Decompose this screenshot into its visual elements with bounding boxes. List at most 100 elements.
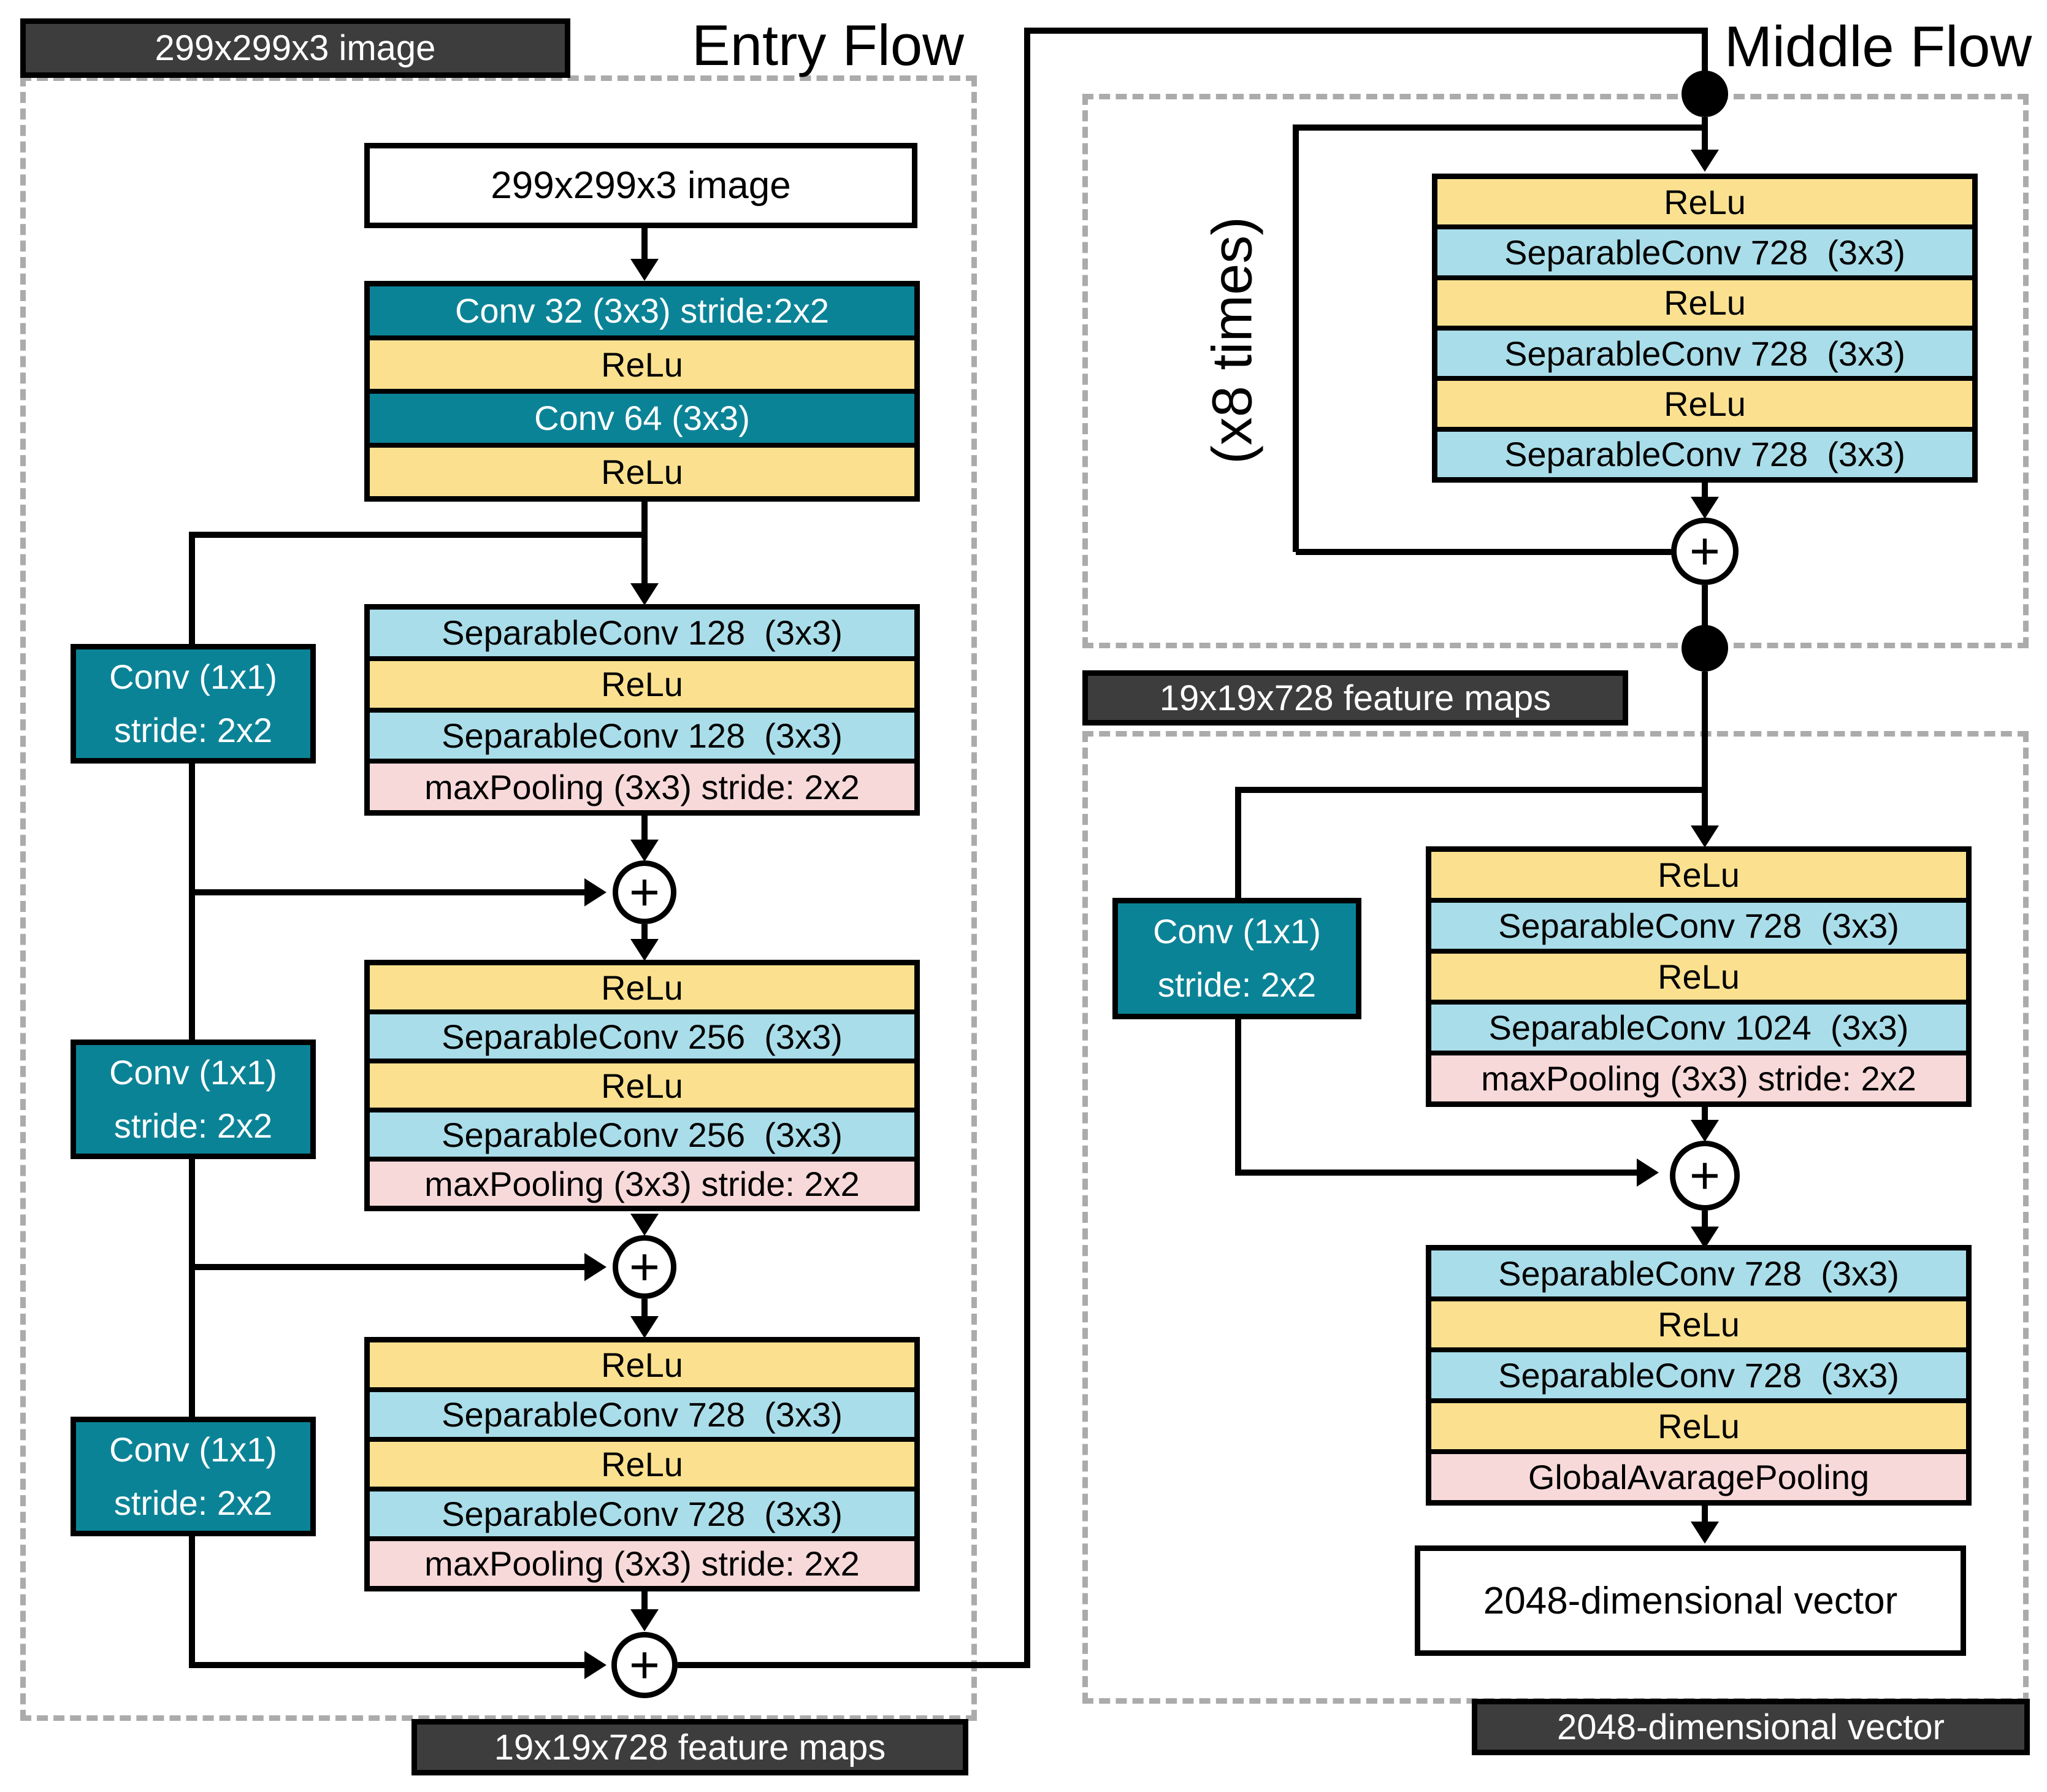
layer-row-relu: ReLu bbox=[1437, 275, 1972, 326]
layer-row-relu: ReLu bbox=[1431, 1296, 1966, 1347]
connector-line bbox=[1702, 672, 1708, 825]
layer-row-sep: SeparableConv 728 (3x3) bbox=[1431, 1250, 1966, 1296]
repeat-loop-line bbox=[1296, 549, 1673, 555]
skip-branch-line bbox=[192, 532, 645, 538]
skip-conv-label-line2: stride: 2x2 bbox=[113, 1483, 273, 1522]
exit-output-badge: 2048-dimensional vector bbox=[1472, 1699, 2030, 1755]
layer-row-sep: SeparableConv 728 (3x3) bbox=[1431, 898, 1966, 949]
arrow-down-icon bbox=[1691, 1522, 1719, 1544]
layer-row-pool: GlobalAvaragePooling bbox=[1431, 1449, 1966, 1500]
output-vector-box: 2048-dimensional vector bbox=[1415, 1545, 1966, 1656]
skip-rail-line bbox=[189, 1536, 195, 1668]
connector-line bbox=[641, 1299, 648, 1316]
skip-rail-line bbox=[189, 532, 195, 648]
arrow-down-icon bbox=[1691, 1120, 1719, 1142]
connector-line bbox=[1702, 483, 1708, 497]
skip-rail-line bbox=[1235, 787, 1241, 898]
layer-row-relu: ReLu bbox=[370, 656, 914, 708]
skip-rail-line bbox=[189, 764, 195, 895]
arrow-down-icon bbox=[630, 1316, 659, 1338]
layer-row-sep: SeparableConv 728 (3x3) bbox=[370, 1387, 914, 1437]
layer-row-relu: ReLu bbox=[1437, 376, 1972, 427]
middle-output-badge: 19x19x728 feature maps bbox=[1082, 670, 1628, 726]
repeat-loop-line bbox=[1293, 124, 1299, 552]
layer-row-sep: SeparableConv 1024 (3x3) bbox=[1431, 1000, 1966, 1051]
middle-flow-title: Middle Flow bbox=[1724, 13, 2032, 78]
skip-conv-label-line2: stride: 2x2 bbox=[113, 1106, 273, 1145]
skip-conv-box-exit: Conv (1x1) stride: 2x2 bbox=[1112, 898, 1361, 1019]
skip-conv-label-line2: stride: 2x2 bbox=[1157, 965, 1317, 1004]
add-node-3: + bbox=[611, 1632, 678, 1698]
arrow-down-icon bbox=[630, 840, 659, 862]
skip-branch-line bbox=[192, 889, 584, 895]
skip-rail-line bbox=[189, 892, 195, 1040]
arrow-down-icon bbox=[1691, 825, 1719, 848]
layer-row-relu: ReLu bbox=[1431, 1398, 1966, 1449]
layer-row-relu: ReLu bbox=[1437, 179, 1972, 225]
layer-row-relu: ReLu bbox=[370, 1342, 914, 1387]
junction-dot-1 bbox=[1682, 71, 1728, 117]
connector-line bbox=[1702, 28, 1708, 95]
layer-row-pool: maxPooling (3x3) stride: 2x2 bbox=[370, 1157, 914, 1206]
layer-row-sep: SeparableConv 128 (3x3) bbox=[370, 610, 914, 656]
layer-row-relu: ReLu bbox=[1431, 852, 1966, 898]
add-node-2: + bbox=[613, 1235, 676, 1299]
connector-line bbox=[1024, 28, 1708, 34]
connector-line bbox=[1702, 117, 1708, 150]
repeat-loop-line bbox=[1296, 124, 1705, 131]
arrow-right-icon bbox=[584, 878, 606, 906]
layer-row-sep: SeparableConv 728 (3x3) bbox=[1437, 224, 1972, 275]
connector-line bbox=[1702, 1107, 1708, 1120]
skip-conv-label-line2: stride: 2x2 bbox=[113, 710, 273, 749]
skip-conv-label-line1: Conv (1x1) bbox=[1153, 912, 1321, 951]
layer-row-pool: maxPooling (3x3) stride: 2x2 bbox=[370, 759, 914, 810]
middle-flow-region bbox=[1082, 94, 2029, 648]
layer-row-sep: SeparableConv 256 (3x3) bbox=[370, 1009, 914, 1059]
layer-row-sep: SeparableConv 728 (3x3) bbox=[370, 1487, 914, 1536]
arrow-down-icon bbox=[630, 583, 659, 605]
layer-row-relu: ReLu bbox=[370, 1437, 914, 1487]
connector-line bbox=[1024, 28, 1030, 1668]
skip-rail-line bbox=[189, 1159, 195, 1270]
arrow-right-icon bbox=[584, 1651, 606, 1679]
add-node-middle: + bbox=[1671, 518, 1739, 585]
connector-line bbox=[1702, 1506, 1708, 1522]
connector-line bbox=[641, 502, 648, 583]
skip-conv-label-line1: Conv (1x1) bbox=[109, 1430, 277, 1469]
entry-output-badge: 19x19x728 feature maps bbox=[411, 1719, 968, 1775]
skip-conv-box-1: Conv (1x1) stride: 2x2 bbox=[71, 644, 316, 764]
input-image-box: 299x299x3 image bbox=[364, 143, 917, 228]
skip-conv-box-2: Conv (1x1) stride: 2x2 bbox=[71, 1040, 316, 1159]
skip-branch-line bbox=[1238, 787, 1705, 793]
arrow-down-icon bbox=[630, 939, 659, 961]
junction-dot-2 bbox=[1682, 625, 1728, 672]
connector-line bbox=[641, 816, 648, 840]
layer-row-pool: maxPooling (3x3) stride: 2x2 bbox=[1431, 1051, 1966, 1101]
skip-conv-label-line1: Conv (1x1) bbox=[109, 1052, 277, 1092]
add-node-exit: + bbox=[1670, 1141, 1740, 1211]
layer-row-pool: maxPooling (3x3) stride: 2x2 bbox=[370, 1536, 914, 1586]
skip-branch-line bbox=[1238, 1170, 1637, 1176]
arrow-right-icon bbox=[584, 1253, 606, 1281]
arrow-down-icon bbox=[630, 1609, 659, 1631]
connector-line bbox=[641, 924, 648, 939]
layer-row-relu: ReLu bbox=[370, 442, 914, 496]
entry-input-badge: 299x299x3 image bbox=[20, 18, 570, 78]
skip-branch-line bbox=[192, 1264, 584, 1270]
arrow-down-icon bbox=[630, 259, 659, 281]
layer-row-sep: SeparableConv 728 (3x3) bbox=[1437, 426, 1972, 477]
layer-row-sep: SeparableConv 256 (3x3) bbox=[370, 1108, 914, 1157]
layer-row-conv: Conv 32 (3x3) stride:2x2 bbox=[370, 286, 914, 335]
layer-row-conv: Conv 64 (3x3) bbox=[370, 389, 914, 443]
arrow-down-icon bbox=[630, 1214, 659, 1236]
layer-row-sep: SeparableConv 728 (3x3) bbox=[1437, 325, 1972, 377]
connector-line bbox=[641, 1591, 648, 1609]
connector-line bbox=[1702, 1211, 1708, 1227]
skip-branch-line bbox=[192, 1662, 584, 1668]
connector-line bbox=[1702, 585, 1708, 628]
